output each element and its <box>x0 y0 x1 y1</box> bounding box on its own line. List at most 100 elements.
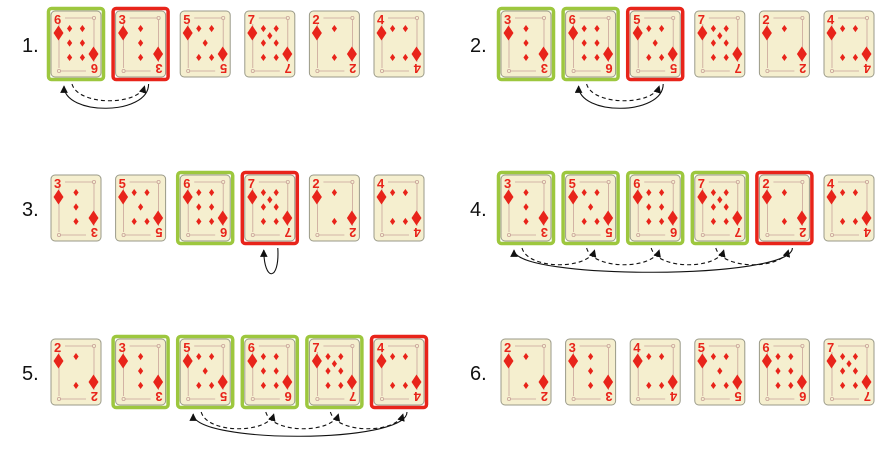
card-corner-flourish <box>542 15 547 20</box>
diamond-corner-icon <box>538 374 549 390</box>
card-rank-top: 2 <box>762 176 769 191</box>
diamond-pip-icon <box>659 217 665 226</box>
card: 55 <box>625 6 685 82</box>
diamond-pip-icon <box>67 39 73 47</box>
diamond-pip-icon <box>338 367 344 375</box>
diamond-corner-icon <box>697 189 708 205</box>
diamond-pip-icon <box>138 367 144 375</box>
shift-arrow <box>200 411 276 430</box>
card-corner-flourish <box>765 396 770 401</box>
diamond-pip-icon <box>523 39 529 47</box>
card-rank-bottom: 2 <box>349 61 356 76</box>
diamond-pip-icon <box>852 367 858 375</box>
diamond-pip-icon <box>144 217 150 226</box>
diamond-corner-icon <box>282 210 293 226</box>
card-frame-lines <box>123 345 159 400</box>
shift-arrow <box>71 83 147 102</box>
diamond-corner-icon <box>761 25 772 41</box>
card: 33 <box>496 170 556 246</box>
card-rank-top: 6 <box>248 340 255 355</box>
card-corner-flourish <box>92 343 97 348</box>
diamond-corner-icon <box>118 25 129 41</box>
card-rank-top: 6 <box>183 176 190 191</box>
card-corner-flourish <box>542 179 547 184</box>
card-rank-top: 5 <box>119 176 126 191</box>
card-rank-top: 2 <box>312 176 319 191</box>
diamond-pip-icon <box>723 352 729 361</box>
card-rank-bottom: 3 <box>155 61 162 76</box>
step-number: 2. <box>470 35 487 57</box>
diamond-pip-icon <box>840 352 846 361</box>
diamond-pip-icon <box>710 381 716 390</box>
card-corner-flourish <box>156 343 161 348</box>
diamond-pip-icon <box>710 188 716 197</box>
diamond-pip-icon <box>402 352 408 361</box>
diamond-pip-icon <box>325 352 331 361</box>
diamond-pip-icon <box>659 53 665 62</box>
diamond-pip-icon <box>209 24 215 33</box>
diamond-pip-icon <box>138 24 144 33</box>
sorted-card-highlight <box>175 334 235 410</box>
card-corner-flourish <box>221 15 226 20</box>
card-frame-lines <box>702 181 739 236</box>
diamond-pip-icon <box>325 381 331 390</box>
diamond-pip-icon <box>594 39 600 47</box>
card-rank-bottom: 4 <box>863 225 871 240</box>
diamond-pip-icon <box>390 188 396 197</box>
card-corner-flourish <box>92 179 97 184</box>
diamond-corner-icon <box>568 25 579 41</box>
diamond-pip-icon <box>523 24 529 33</box>
diamond-pip-icon <box>260 217 266 226</box>
diamond-corner-icon <box>217 210 228 226</box>
diamond-pip-icon <box>209 381 215 390</box>
sorted-card-highlight <box>690 170 750 246</box>
card: 66 <box>240 334 300 410</box>
diamond-pip-icon <box>196 53 202 62</box>
sorted-card-highlight <box>496 170 556 246</box>
card-rank-top: 3 <box>569 340 576 355</box>
diamond-pip-icon <box>523 188 529 197</box>
diamond-pip-icon <box>196 381 202 390</box>
card-rank-bottom: 3 <box>155 389 162 404</box>
card: 55 <box>561 170 620 246</box>
card-face <box>308 174 360 242</box>
diamond-pip-icon <box>131 217 137 226</box>
shift-arrow <box>650 247 726 266</box>
diamond-pip-icon <box>717 367 723 375</box>
sorted-card-highlight <box>240 334 300 410</box>
key-card-highlight <box>625 6 685 82</box>
card-rank-bottom: 6 <box>670 225 677 240</box>
diamond-pip-icon <box>788 381 794 390</box>
card-frame-lines <box>702 345 739 400</box>
card-rank-bottom: 3 <box>91 225 98 240</box>
card: 33 <box>111 334 170 410</box>
card-frame-lines <box>831 181 868 236</box>
card: 33 <box>565 338 617 406</box>
diamond-pip-icon <box>209 352 215 361</box>
diamond-corner-icon <box>311 25 322 41</box>
diamond-pip-icon <box>138 53 144 62</box>
card-corner-flourish <box>156 15 161 20</box>
insert-arrow <box>60 83 150 109</box>
insert-arrow <box>510 247 793 273</box>
card-rank-top: 6 <box>54 12 61 27</box>
card-rank-top: 4 <box>377 176 385 191</box>
diamond-pip-icon <box>73 203 79 211</box>
diamond-pip-icon <box>523 381 529 390</box>
diamond-pip-icon <box>402 381 408 390</box>
card-corner-flourish <box>765 69 770 74</box>
diamond-pip-icon <box>202 367 208 375</box>
card-rank-bottom: 4 <box>863 61 871 76</box>
card-rank-top: 3 <box>54 176 61 191</box>
sorted-card-highlight <box>496 6 556 82</box>
card-rank-top: 2 <box>762 12 769 27</box>
card-rank-bottom: 5 <box>670 61 677 76</box>
card-frame-lines <box>637 17 674 72</box>
card-rank-top: 3 <box>504 12 511 27</box>
diamond-pip-icon <box>723 381 729 390</box>
diamond-corner-icon <box>632 353 643 369</box>
card-rank-top: 2 <box>54 340 61 355</box>
diamond-corner-icon <box>826 25 837 41</box>
card-corner-flourish <box>250 396 255 401</box>
diamond-pip-icon <box>331 217 337 226</box>
